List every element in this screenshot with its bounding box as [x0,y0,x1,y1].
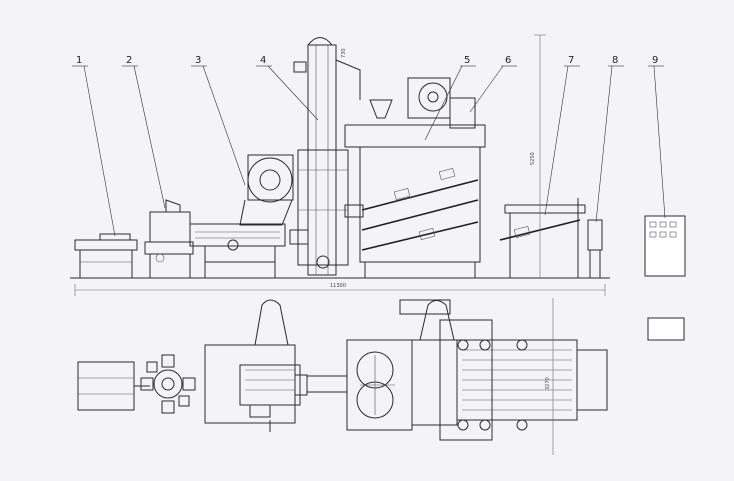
sheller-plan [204,299,308,432]
separator-plan [346,299,578,441]
cabinet-plan-box [647,317,685,341]
conveyor-duct [306,375,348,393]
callout-4: 4 [260,55,266,66]
length-dimension-text: 11300 [330,283,346,289]
elevation-view: 11300 5250 730 [70,34,686,341]
sheller-blower [189,154,309,278]
plan-width-text: 3270 [545,377,551,390]
feeder-table [74,233,138,278]
elevator-top-dimension: 730 [341,48,347,58]
callout-7: 7 [568,55,574,66]
callout-5: 5 [464,55,470,66]
callout-3: 3 [195,55,201,66]
feed-hopper-unit [144,199,194,278]
callouts: 1 2 3 4 5 6 7 8 9 [72,55,666,237]
conveyor-table [499,198,586,278]
height-dimension: 5250 [530,34,546,278]
plan-view: 3270 [77,298,608,455]
outlet-plan [576,349,608,411]
bucket-elevator [293,37,361,276]
control-cabinet [644,215,686,277]
callout-8: 8 [612,55,618,66]
height-dimension-text: 5250 [530,152,536,165]
callout-2: 2 [126,55,132,66]
separator-sieve [344,77,486,278]
outlet-unit [587,219,603,278]
callout-6: 6 [505,55,511,66]
plan-width-dimension: 3270 [545,298,554,455]
callout-9: 9 [652,55,658,66]
rotary-feeder [140,354,196,414]
callout-1: 1 [76,55,82,66]
length-dimension: 11300 [74,283,606,296]
